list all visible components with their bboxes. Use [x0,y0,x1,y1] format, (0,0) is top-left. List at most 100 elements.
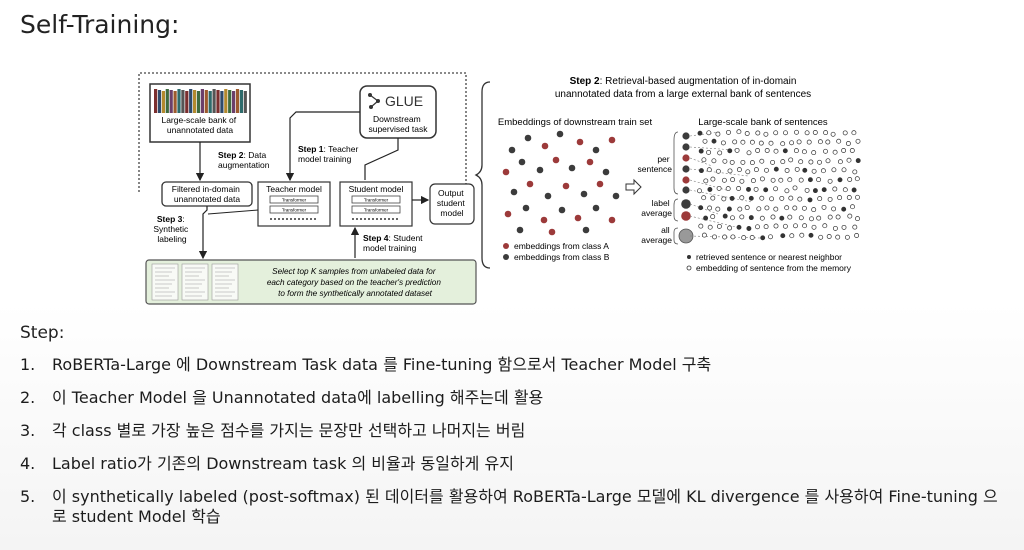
filtered-line-1: Filtered in-domain [172,184,240,194]
label-average-point [681,211,691,221]
class-a-point [609,137,616,144]
step-label-bold: Step 4 [363,233,389,243]
memory-sentence [833,150,837,154]
retrieved-sentence [838,178,842,182]
per-sentence-label: per sentence [638,154,673,174]
teacher-transformer-label-2: Transformer [282,208,307,213]
class-a-point [577,139,584,146]
legend-class-a: embeddings from class A [514,241,609,251]
class-a-point [553,157,560,164]
memory-sentence [781,160,785,164]
memory-sentence [771,215,775,219]
output-line-1: Output [438,188,464,198]
select-line-3: to form the synthetically annotated data… [278,289,433,298]
book-spine [162,91,165,113]
step1-line-2: model training [298,154,352,164]
step2-line-1: Step 2: Data [218,150,266,160]
memory-sentence [750,235,754,239]
class-b-point [603,169,610,176]
retrieval-title: Step 2: Retrieval-based augmentation of … [570,76,797,87]
query-point [682,154,689,161]
retrieval-lines [690,132,760,238]
legend-class-b: embeddings from class B [514,252,610,262]
memory-sentence [821,169,825,173]
step1-label: Step 1: Teacher model training [298,144,361,164]
retrieved-sentence [708,187,712,191]
step-number: 1. [20,355,35,375]
memory-sentence [817,160,821,164]
select-line-2: each category based on the teacher's pre… [267,278,442,287]
class-a-point [549,229,556,236]
retrieval-title-line2: unannotated data from a large external b… [555,89,811,100]
memory-sentence [737,130,741,134]
memory-sentence [848,177,852,181]
memory-sentence [812,225,816,229]
memory-sentence [764,168,768,172]
glue-label: GLUE [385,93,423,109]
all-average-line-1: all [661,225,670,235]
memory-sentence [730,216,734,220]
step3-label: Step 3: Synthetic labeling [153,214,190,244]
memory-sentence [793,206,797,210]
class-a-point [505,211,512,218]
retrieved-sentence [698,131,702,135]
memory-sentence [756,148,760,152]
all-average-label: all average [641,225,672,245]
memory-sentence [813,130,817,134]
retrieved-sentence [781,234,785,238]
book-spine [166,89,169,113]
retrieved-sentence [746,187,750,191]
memory-sentence [741,140,745,144]
memory-sentence [711,196,715,200]
memory-sentence [769,141,773,145]
memory-sentence [759,141,763,145]
memory-sentence [760,196,764,200]
memory-sentence [754,168,758,172]
select-line-1: Select top K samples from unlabeled data… [272,267,436,276]
memory-sentence [799,160,803,164]
step-number: 2. [20,388,35,408]
step-item-2: 2.이 Teacher Model 을 Unannotated data에 la… [20,388,1010,408]
memory-sentence [790,234,794,238]
retrieval-title-bold: Step 2 [570,76,600,87]
label-average-line-1: label [652,198,670,208]
memory-sentence [704,179,708,183]
memory-sentence [838,160,842,164]
memory-sentence [799,216,803,220]
label-average-label: label average [641,198,672,218]
memory-sentence [795,167,799,171]
retrieved-sentence [704,216,708,220]
book-spine [170,90,173,113]
memory-sentence [726,187,730,191]
memory-sentence [774,207,778,211]
memory-sentence [757,207,761,211]
retrieved-sentence [808,198,812,202]
memory-sentence [702,233,706,237]
class-a-point [527,181,534,188]
retrieved-sentence [749,196,753,200]
memory-sentence [750,140,754,144]
step2-label: Step 2: Data augmentation [218,150,270,170]
memory-sentence [827,234,831,238]
retrieved-sentence [730,196,734,200]
memory-sentence [747,151,751,155]
book-spine [240,90,243,113]
memory-sentence [760,159,764,163]
book-spine [189,89,192,113]
memory-sentence [768,235,772,239]
memory-sentence [717,224,721,228]
retrieved-sentence [813,189,817,193]
memory-sentence [843,131,847,135]
memory-sentence [855,217,859,221]
retrieved-sentence [783,149,787,153]
memory-sentence [708,206,712,210]
bank-box-label: Large-scale bank of unannotated data [161,115,238,135]
memory-sentence [826,159,830,163]
memory-sentence [785,168,789,172]
memory-sentence [726,130,730,134]
per-sentence-line-1: per [657,154,669,164]
memory-sentence [741,160,745,164]
memory-sentence [745,131,749,135]
memory-sentence [850,148,854,152]
book-spine [224,89,227,113]
